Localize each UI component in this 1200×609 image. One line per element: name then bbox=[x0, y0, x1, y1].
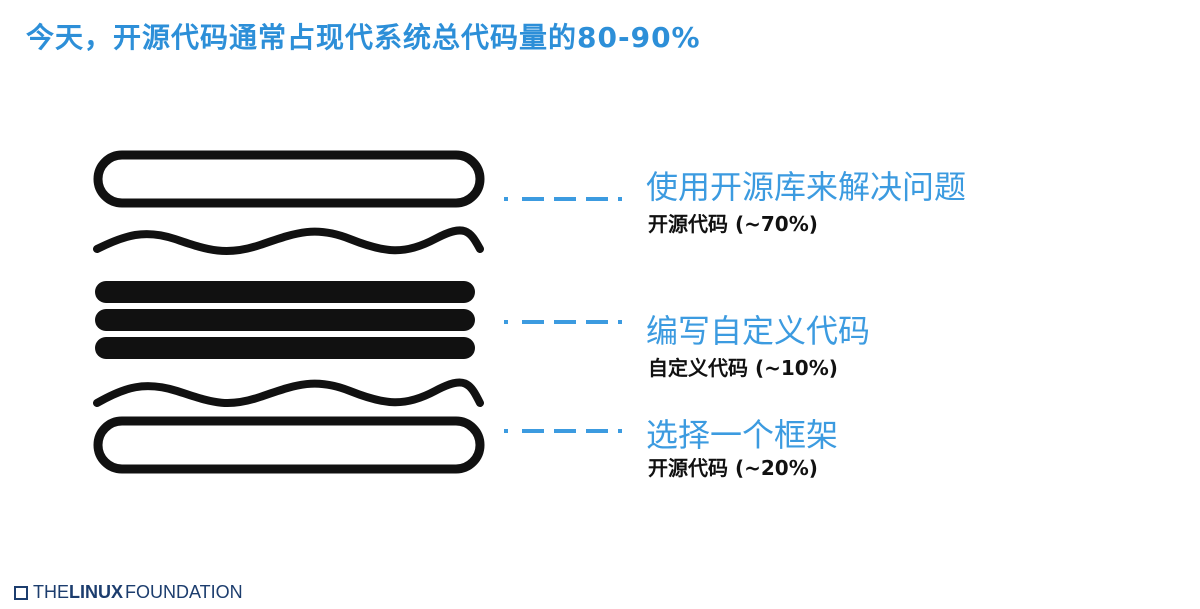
linux-foundation-logo: THE LINUX FOUNDATION bbox=[14, 582, 243, 603]
burger-diagram bbox=[85, 145, 495, 485]
top-bun-icon bbox=[93, 150, 485, 208]
burger-svg bbox=[93, 150, 485, 474]
layer-1-heading: 使用开源库来解决问题 bbox=[646, 168, 967, 206]
logo-suffix: FOUNDATION bbox=[125, 582, 243, 602]
wavy-line-top-icon bbox=[93, 226, 484, 255]
patty-2-icon bbox=[95, 309, 475, 331]
bottom-bun-icon bbox=[93, 416, 485, 474]
connector-1-dashed-line bbox=[504, 197, 624, 201]
logo-square-icon bbox=[14, 585, 28, 600]
patty-3-icon bbox=[95, 337, 475, 359]
connector-3-dashed-line bbox=[504, 429, 624, 433]
connector-2-dashed-line bbox=[504, 320, 624, 324]
slide-title: 今天，开源代码通常占现代系统总代码量的80-90% bbox=[26, 21, 701, 54]
wavy-line-bottom-icon bbox=[93, 378, 484, 407]
layer-2-heading: 编写自定义代码 bbox=[646, 312, 871, 350]
patty-1-icon bbox=[95, 281, 475, 303]
layer-3-subtext: 开源代码 (~20%) bbox=[648, 456, 818, 480]
layer-1-subtext: 开源代码 (~70%) bbox=[648, 212, 818, 236]
layer-2-subtext: 自定义代码 (~10%) bbox=[648, 356, 838, 380]
layer-3-heading: 选择一个框架 bbox=[646, 416, 839, 454]
logo-bold: LINUX bbox=[69, 582, 123, 602]
logo-prefix: THE bbox=[33, 582, 69, 602]
